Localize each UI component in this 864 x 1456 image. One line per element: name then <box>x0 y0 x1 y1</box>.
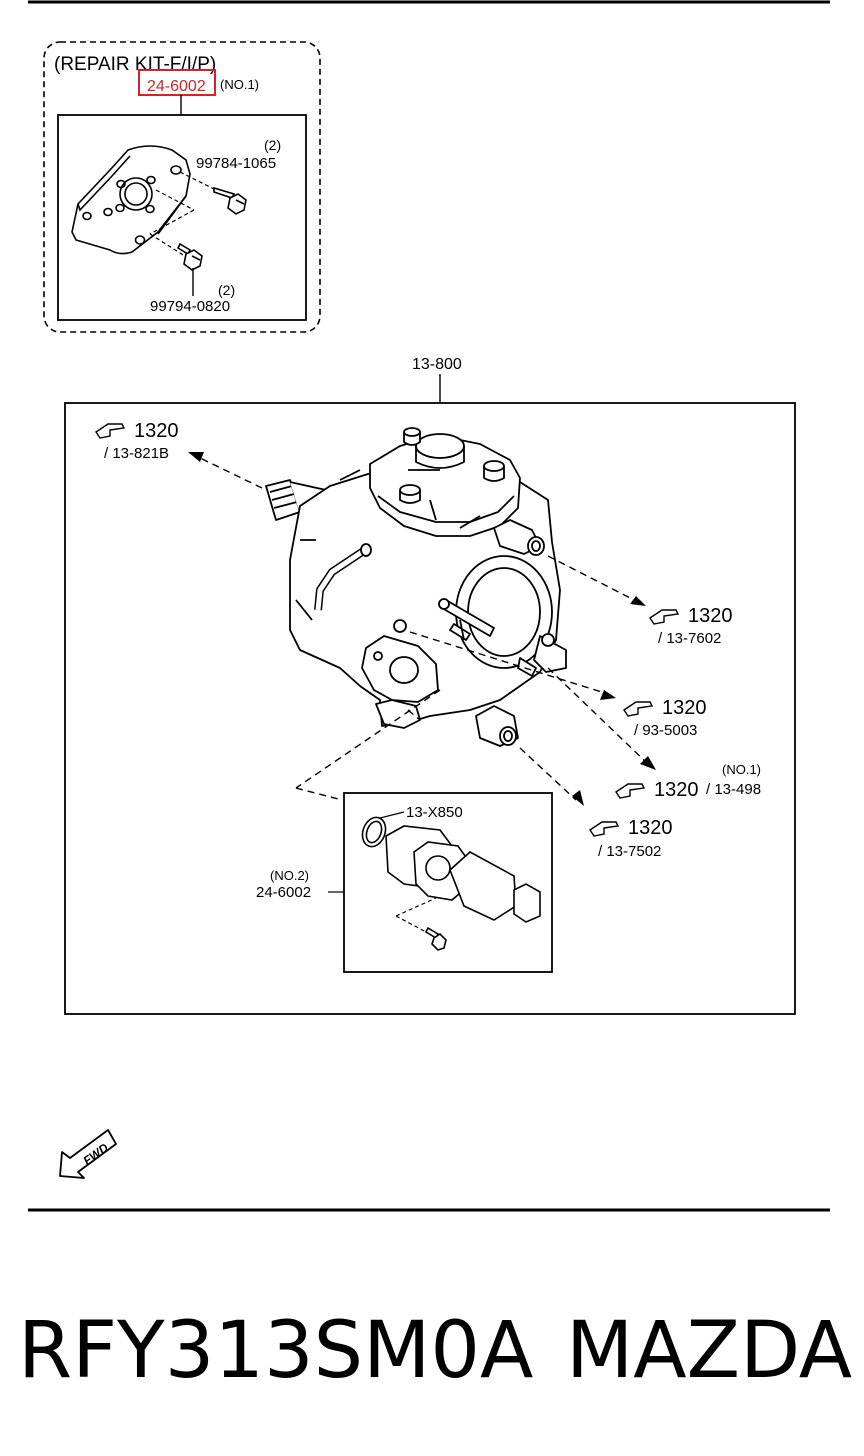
fwd-arrow-icon: FWD <box>59 1129 117 1179</box>
inset-part[interactable]: 24-6002 <box>256 884 311 901</box>
bolt-upper-qty: (2) <box>264 137 281 153</box>
inset-oring-part[interactable]: 13-X850 <box>406 804 463 821</box>
ref-13-7602[interactable]: 1320 / 13-7602 <box>649 605 733 647</box>
ref-part: / 13-498 <box>706 781 761 798</box>
ref-part: / 13-7502 <box>598 843 661 860</box>
pointing-hand-icon <box>615 783 646 799</box>
pointing-hand-icon <box>95 423 126 439</box>
ref-part: / 13-821B <box>104 445 169 462</box>
inset-part-note: (NO.2) <box>270 868 309 883</box>
main-assembly-box <box>64 402 796 1015</box>
repair-kit-part-note: (NO.1) <box>220 77 259 92</box>
inset-box <box>343 792 553 973</box>
repair-kit-title: (REPAIR KIT-F/I/P) <box>54 54 216 75</box>
pointing-hand-icon <box>649 609 680 625</box>
ref-code: 1320 <box>134 420 179 442</box>
pointing-hand-icon <box>589 821 620 837</box>
bolt-lower-drawing <box>176 242 203 271</box>
bolt-lower-qty: (2) <box>218 282 235 298</box>
repair-kit-part-number[interactable]: 24-6002 <box>147 78 206 95</box>
arrowheads <box>188 452 656 806</box>
bolt-lower-part[interactable]: 99794-0820 <box>150 298 230 315</box>
ref-13-498[interactable]: 1320 (NO.1) / 13-498 <box>615 762 761 801</box>
footer-brand: MAZDA <box>566 1306 853 1396</box>
highlight-box[interactable] <box>138 69 216 96</box>
ref-code: 1320 <box>654 779 699 801</box>
leader-line <box>379 811 405 819</box>
ref-part: / 13-7602 <box>658 630 721 647</box>
main-assembly-part[interactable]: 13-800 <box>412 356 462 373</box>
ref-code: 1320 <box>628 817 673 839</box>
assembly-dashed-leaders <box>195 455 649 801</box>
ref-note: (NO.1) <box>722 762 761 777</box>
inset-dashed-lines <box>395 897 437 933</box>
pump-body-drawing <box>265 427 567 747</box>
pointing-hand-icon <box>623 701 654 717</box>
ref-93-5003[interactable]: 1320 / 93-5003 <box>623 697 707 739</box>
bolt-upper-part[interactable]: 99784-1065 <box>196 155 276 172</box>
repair-kit-dashed-border <box>43 41 321 333</box>
bolt-upper-drawing <box>213 186 247 215</box>
ref-code: 1320 <box>688 605 733 627</box>
footer-part-number: RFY313SM0A <box>18 1306 534 1396</box>
inset-drawing <box>361 816 541 951</box>
bolt-alignment-lines <box>149 171 229 259</box>
repair-kit-group: (REPAIR KIT-F/I/P) 24-6002 (NO.1) <box>43 41 321 333</box>
ref-code: 1320 <box>662 697 707 719</box>
ref-part: / 93-5003 <box>634 722 697 739</box>
ref-13-821b[interactable]: 1320 / 13-821B <box>95 420 179 462</box>
gasket-plate-drawing <box>71 145 191 255</box>
ref-13-7502[interactable]: 1320 / 13-7502 <box>589 817 673 860</box>
repair-kit-inner-box <box>57 114 307 321</box>
